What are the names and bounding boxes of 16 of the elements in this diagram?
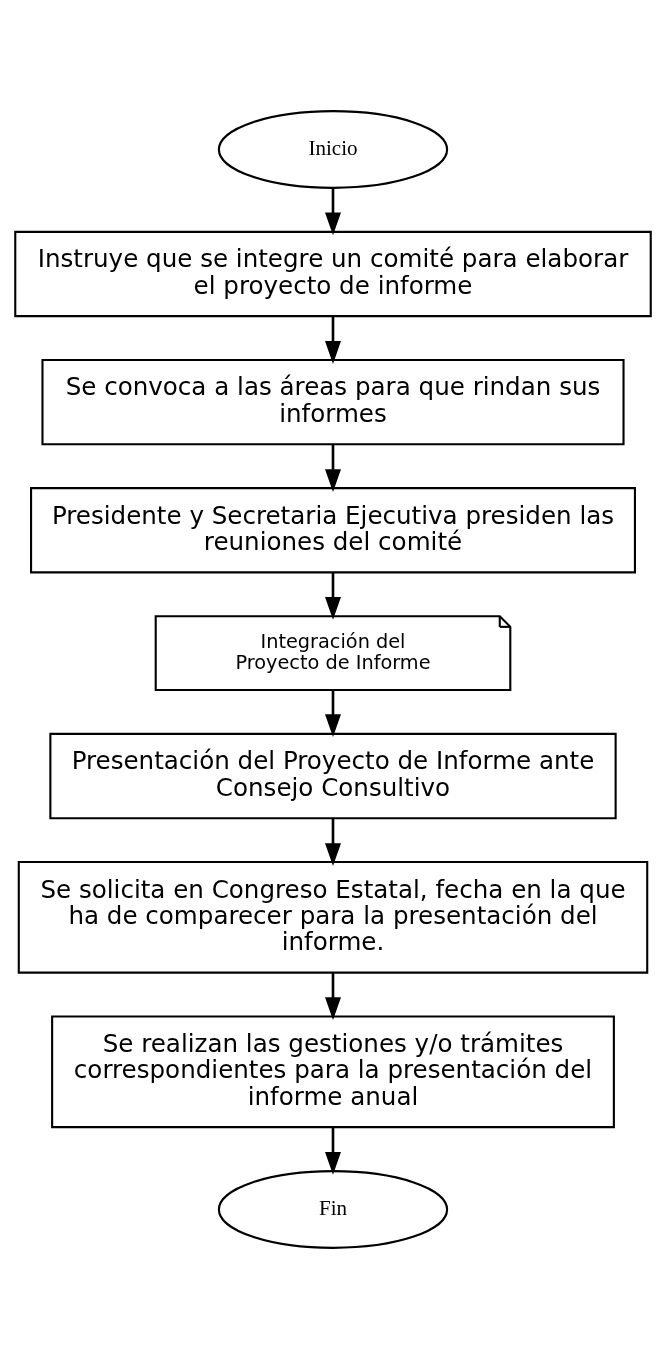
arrow [325,571,341,620]
arrow [325,444,341,492]
node-box: Se convoca a las áreas para que rindan sus informes [41,358,625,445]
arrow [325,316,341,364]
node-ellipse: Inicio [217,109,449,189]
arrow [325,187,341,235]
node-box: Presidente y Secretaria Ejecutiva presiden las reuniones del comité [30,486,636,573]
node-ellipse: Fin [217,1169,449,1249]
arrow [325,817,341,866]
arrow [325,1126,341,1175]
node-box: Se solicita en Congreso Estatal, fecha en la que ha de comparecer para la presentación del informe. [17,860,649,974]
arrow [325,972,341,1020]
node-box: Presentación del Proyecto de Informe ante Consejo Consultivo [49,732,617,819]
arrow [325,689,341,737]
node-box: Se realizan las gestiones y/o trámites correspondientes para la presentación del informe anual [51,1015,615,1128]
node-box: Instruye que se integre un comité para elaborar el proyecto de informe [14,230,652,317]
